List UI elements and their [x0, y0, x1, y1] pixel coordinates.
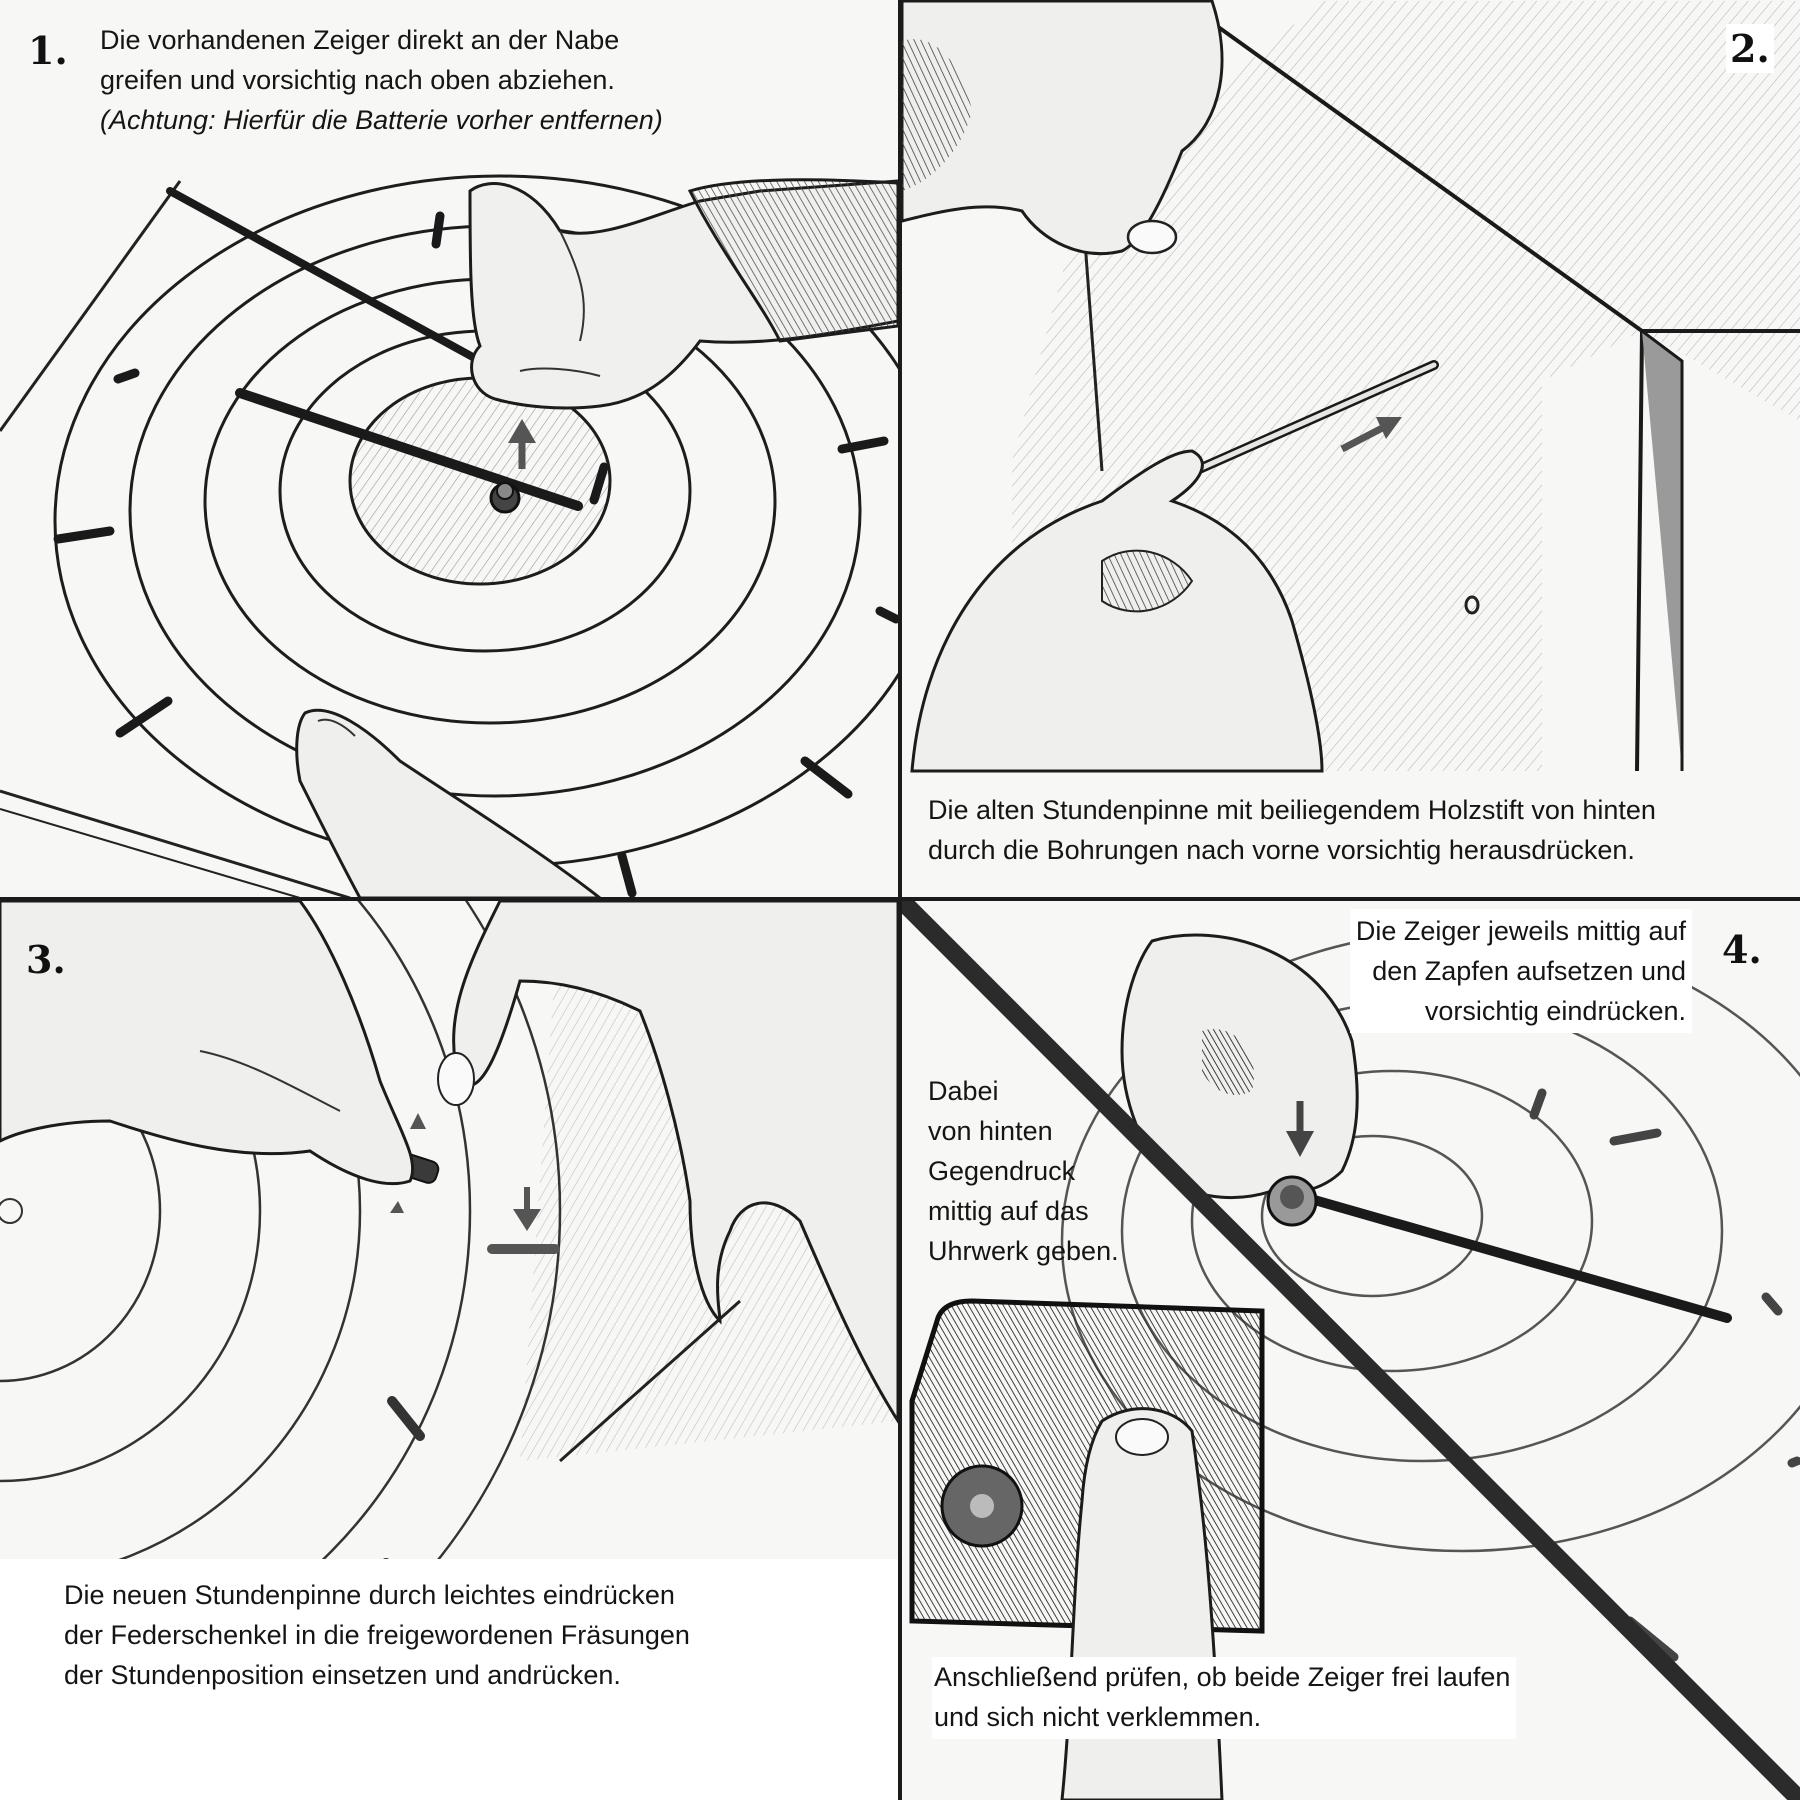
arrow-up-icon	[508, 419, 536, 469]
step-1-illustration	[0, 174, 898, 897]
hand-icon-lower	[295, 708, 602, 897]
step-2-line-1: Die alten Stundenpinne mit beiliegendem …	[928, 795, 1656, 825]
step-4-line-1: Die Zeiger jeweils mittig auf	[1355, 916, 1686, 946]
clock-hand-icon	[235, 388, 583, 514]
step-3-line-1: Die neuen Stundenpinne durch leichtes ei…	[64, 1580, 675, 1610]
hand-icon	[910, 449, 1324, 773]
hand-icon-right	[437, 901, 898, 1424]
step-1-line-2: greifen und vorsichtig nach oben abziehe…	[100, 65, 615, 95]
step-1-line-1: Die vorhandenen Zeiger direkt an der Nab…	[100, 25, 620, 55]
hand-icon-back	[1060, 1407, 1224, 1800]
step-4-line-3: vorsichtig eindrücken.	[1424, 996, 1686, 1026]
step-4-text: Die Zeiger jeweils mittig auf den Zapfen…	[1349, 909, 1692, 1033]
step-4-illustration	[902, 901, 1800, 1800]
clock-face-icon	[53, 174, 898, 868]
step-4-number: 4.	[1722, 927, 1762, 972]
step-1-panel: 1. Die vorhandenen Zeiger direkt an der …	[0, 0, 898, 897]
arrow-down-icon	[1286, 1101, 1314, 1157]
wooden-pin-icon	[1167, 360, 1439, 486]
step-2-illustration	[902, 0, 1800, 773]
step-1-text: Die vorhandenen Zeiger direkt an der Nab…	[100, 20, 663, 140]
step-3-text: Die neuen Stundenpinne durch leichtes ei…	[0, 1559, 898, 1800]
clock-face-icon	[0, 901, 562, 1773]
step-4-footer-line-2: und sich nicht verklemmen.	[934, 1702, 1262, 1732]
step-4-footer-text: Anschließend prüfen, ob beide Zeiger fre…	[932, 1657, 1517, 1739]
arrow-diagonal-icon	[1340, 417, 1402, 453]
hour-marker-icons	[53, 211, 898, 897]
clock-hand-icon	[1266, 1175, 1732, 1323]
step-4-side-text: Dabei von hinten Gegendruck mittig auf d…	[928, 1071, 1119, 1271]
step-4-side-line-2: von hinten	[928, 1116, 1053, 1146]
step-3-panel: 3. Die neuen Stundenpinne durch leichtes…	[0, 901, 898, 1800]
step-4-side-line-3: Gegendruck	[928, 1156, 1076, 1186]
step-1-number: 1.	[28, 28, 68, 73]
step-4-footer-line-1: Anschließend prüfen, ob beide Zeiger fre…	[934, 1662, 1511, 1692]
step-2-number: 2.	[1726, 24, 1774, 73]
step-1-note: (Achtung: Hierfür die Batterie vorher en…	[100, 105, 663, 135]
step-4-side-line-5: Uhrwerk geben.	[928, 1236, 1119, 1266]
step-3-number: 3.	[26, 937, 66, 982]
step-3-illustration	[0, 901, 898, 1773]
step-3-line-3: der Stundenposition einsetzen und andrüc…	[64, 1660, 621, 1690]
step-2-line-2: durch die Bohrungen nach vorne vorsichti…	[928, 835, 1635, 865]
step-4-side-line-4: mittig auf das	[928, 1196, 1089, 1226]
diagonal-divider	[902, 901, 1800, 1800]
step-2-panel: Die alten Stundenpinne mit beiliegendem …	[902, 0, 1800, 897]
hand-icon	[468, 178, 898, 410]
step-2-text: Die alten Stundenpinne mit beiliegendem …	[928, 790, 1656, 870]
step-4-side-line-1: Dabei	[928, 1076, 999, 1106]
step-3-line-2: der Federschenkel in die freigewordenen …	[64, 1620, 690, 1650]
step-4-line-2: den Zapfen aufsetzen und	[1372, 956, 1686, 986]
arrow-down-icon	[513, 1187, 541, 1231]
hand-icon	[0, 901, 415, 1186]
horizontal-divider	[0, 897, 1800, 901]
step-4-panel: 4. Die Zeiger jeweils mittig auf den Zap…	[902, 901, 1800, 1800]
hand-icon-top	[902, 0, 1224, 256]
minute-hand-icon	[166, 187, 484, 365]
